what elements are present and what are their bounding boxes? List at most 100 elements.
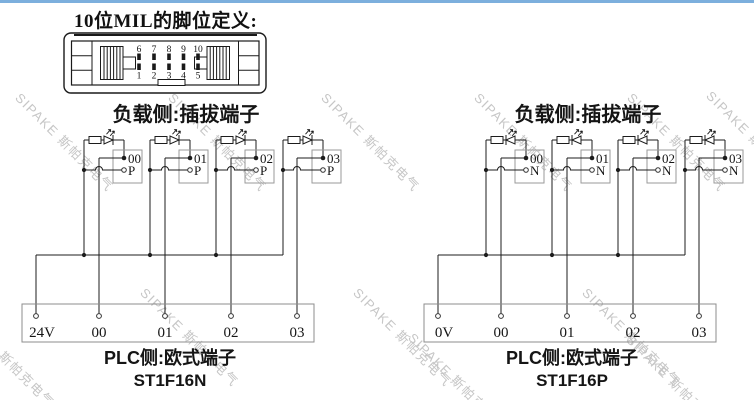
- output-terminal-circle: [589, 155, 595, 161]
- pin-icon: [181, 53, 186, 60]
- common-wire-with-hop: [84, 166, 124, 171]
- connector-shapes: [63, 32, 267, 94]
- channel-box: [713, 149, 744, 184]
- junction-dot: [280, 167, 286, 173]
- channel-com-label: N: [596, 163, 606, 178]
- channel-unit: 03P: [280, 128, 342, 314]
- resistor-icon: [490, 136, 504, 144]
- terminal-label: 24V: [29, 325, 55, 341]
- led-light-arrows: [707, 128, 716, 137]
- pin-number: 2: [152, 72, 157, 82]
- channel-unit: 02P: [213, 128, 275, 314]
- junction-dot: [549, 252, 555, 258]
- pin-icon: [167, 53, 171, 60]
- common-wire-with-hop: [552, 166, 592, 171]
- load-side-title: 负载侧:插拔端子: [113, 102, 260, 126]
- led-icon: [703, 135, 715, 145]
- connector-right-cells: [238, 41, 259, 85]
- terminal-label: 0V: [435, 325, 454, 341]
- latch-tab-right: [194, 56, 208, 70]
- pin-number: 6: [137, 45, 142, 55]
- pin-number: 9: [181, 45, 186, 55]
- resistor-icon: [287, 136, 301, 144]
- channel-output-label: 03: [729, 151, 742, 166]
- pin-icon: [181, 63, 186, 70]
- terminal-label: 01: [560, 325, 575, 341]
- com-terminal-circle: [121, 167, 127, 173]
- terminal-circle: [33, 313, 39, 319]
- channel-box: [112, 149, 143, 184]
- channel-box: [244, 149, 275, 184]
- channel-com-label: N: [530, 163, 540, 178]
- terminal-circle: [498, 313, 504, 319]
- channel-unit: 00P: [81, 128, 143, 314]
- pin-icon: [137, 63, 141, 70]
- connector-pin-numbers: 6 7 8 9 10 1 2 3 4 5: [137, 45, 203, 82]
- terminal-circle: [294, 313, 300, 319]
- common-wire-with-hop: [486, 166, 526, 171]
- junction-dot: [682, 167, 688, 173]
- channel-output-label: 03: [327, 151, 340, 166]
- pin-definition-title: 10位MIL的脚位定义:: [74, 6, 258, 36]
- resistor-icon: [220, 136, 234, 144]
- terminal-label: 00: [92, 325, 107, 341]
- channel-box: [580, 149, 611, 184]
- connector-key-notch: [157, 79, 186, 86]
- common-wire-with-hop: [150, 166, 190, 171]
- led-icon: [504, 135, 516, 145]
- channel-com-label: P: [260, 163, 267, 178]
- terminal-label: 03: [290, 325, 305, 341]
- output-terminal-circle: [187, 155, 193, 161]
- led-light-arrows: [508, 128, 517, 137]
- com-terminal-circle: [722, 167, 728, 173]
- common-wire-with-hop: [618, 166, 658, 171]
- connector-outer-shell: [63, 32, 267, 94]
- latch-hatch-right-lines: [209, 46, 227, 80]
- connector-left-cells: [71, 41, 93, 85]
- terminal-label: 00: [494, 325, 509, 341]
- terminal-label: 02: [626, 325, 641, 341]
- junction-dot: [81, 252, 87, 258]
- channel-output-label: 01: [194, 151, 207, 166]
- pin-icon: [196, 63, 200, 70]
- terminal-circle: [630, 313, 636, 319]
- channel-output-label: 00: [530, 151, 543, 166]
- terminal-circle: [228, 313, 234, 319]
- junction-dot: [147, 167, 153, 173]
- channel-com-label: P: [327, 163, 334, 178]
- resistor-icon: [689, 136, 703, 144]
- channel-unit: 01N: [549, 128, 611, 314]
- com-terminal-circle: [187, 167, 193, 173]
- output-terminal-circle: [523, 155, 529, 161]
- com-terminal-circle: [320, 167, 326, 173]
- channel-unit: 02N: [615, 128, 677, 314]
- pin-icon: [137, 53, 141, 60]
- junction-dot: [213, 252, 219, 258]
- channel-com-label: P: [194, 163, 201, 178]
- led-icon: [570, 135, 582, 145]
- pin-icon: [152, 63, 156, 70]
- channel-output-label: 02: [662, 151, 675, 166]
- junction-dot: [549, 167, 555, 173]
- terminal-label: 01: [158, 325, 173, 341]
- terminal-circle: [96, 313, 102, 319]
- channel-output-label: 00: [128, 151, 141, 166]
- led-light-arrows: [574, 128, 583, 137]
- terminal-circle: [435, 313, 441, 319]
- terminal-block: [423, 303, 717, 343]
- terminal-block: [21, 303, 315, 343]
- pin-number: 5: [196, 72, 201, 82]
- channel-com-label: N: [662, 163, 672, 178]
- led-light-arrows: [640, 128, 649, 137]
- channel-com-label: N: [729, 163, 739, 178]
- junction-dot: [615, 167, 621, 173]
- terminal-circle: [564, 313, 570, 319]
- led-icon: [636, 135, 648, 145]
- channel-box: [514, 149, 545, 184]
- resistor-icon: [88, 136, 102, 144]
- mil-connector-drawing: 6 7 8 9 10 1 2 3 4 5: [63, 32, 267, 94]
- pin-number: 3: [167, 72, 172, 82]
- common-wire-with-hop: [685, 166, 725, 171]
